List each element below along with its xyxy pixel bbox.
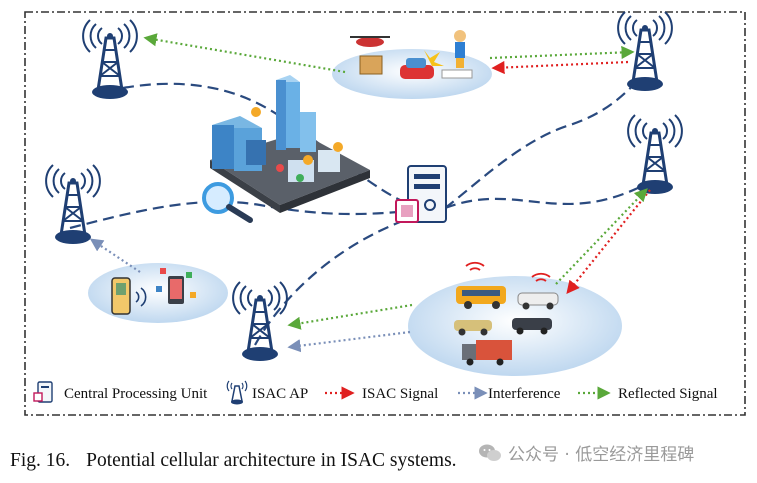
figure-label: Fig. 16.	[10, 450, 71, 471]
zone-handheld-devices	[88, 263, 228, 323]
isac-signal-arrows	[491, 60, 651, 295]
smart-city-illustration	[210, 75, 370, 213]
legend-label-interference: Interference	[488, 386, 561, 402]
interference-arrows	[89, 238, 411, 353]
legend: Central Processing Unit ISAC AP ISAC Sig…	[33, 380, 718, 405]
isac-ap-left	[44, 163, 102, 246]
watermark: 公众号 · 低空经济里程碑	[478, 440, 694, 465]
figure-frame	[24, 11, 746, 416]
legend-cpu-icon	[33, 381, 53, 403]
figure-caption: Fig. 16. Potential cellular architecture …	[10, 450, 457, 472]
magnifier-icon	[202, 182, 253, 223]
legend-label-reflected: Reflected Signal	[618, 386, 718, 402]
legend-label-ap: ISAC AP	[252, 386, 308, 402]
vehicles-icon	[454, 261, 559, 366]
wechat-icon	[479, 444, 501, 461]
watermark-text: 公众号 · 低空经济里程碑	[508, 445, 695, 465]
car-icon	[400, 50, 444, 79]
backhaul-links	[69, 77, 651, 346]
reflected-signal-arrows	[143, 33, 648, 330]
figure-caption-text: Potential cellular architecture in ISAC …	[86, 450, 457, 471]
drone-parcel-icon	[350, 36, 390, 75]
legend-label-cpu: Central Processing Unit	[64, 386, 208, 402]
legend-label-signal: ISAC Signal	[362, 386, 438, 402]
isac-ap-mid-right	[626, 113, 684, 196]
mobile-devices-icon	[111, 268, 196, 315]
isac-ap-bottom	[231, 280, 289, 363]
pedestrian-icon	[441, 30, 473, 79]
legend-ap-icon	[226, 380, 248, 405]
central-processing-unit-icon	[395, 165, 447, 223]
